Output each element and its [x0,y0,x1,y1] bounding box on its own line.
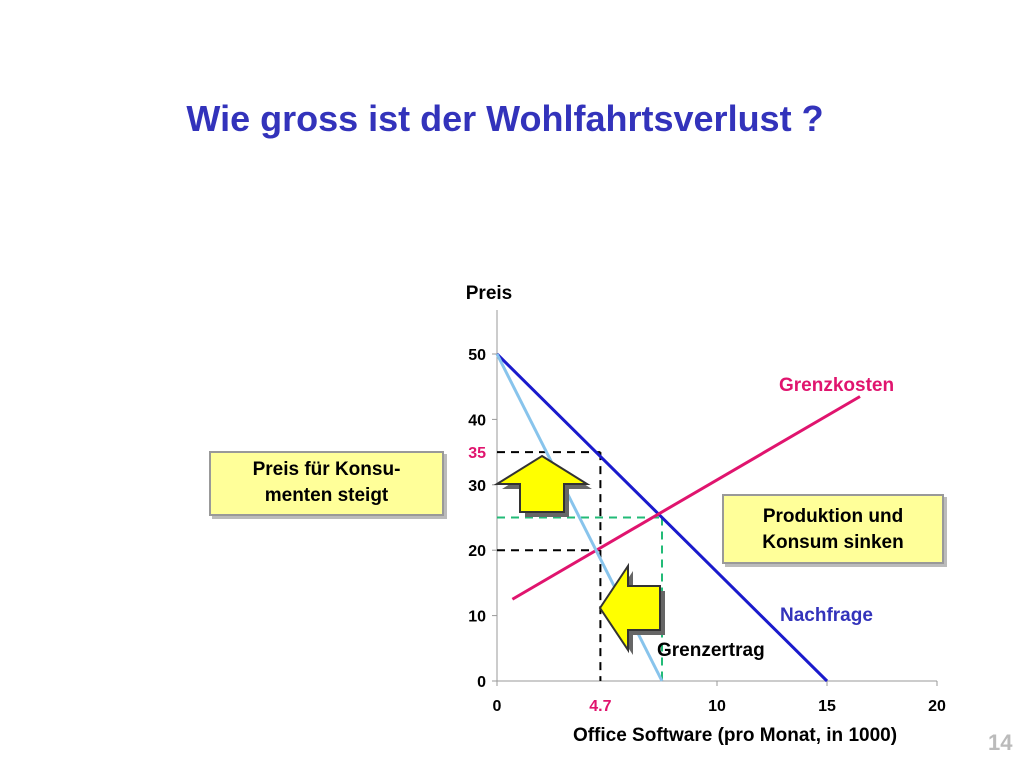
y-tick-label: 40 [468,412,486,429]
y-axis-label: Preis [466,283,512,304]
series-line-grenzkosten [511,395,861,601]
x-tick-label: 15 [818,698,836,715]
y-tick-label: 0 [477,674,486,691]
page-number: 14 [988,730,1013,755]
page-title: Wie gross ist der Wohlfahrtsverlust ? [186,98,824,139]
callout-production-falls: Produktion und Konsum sinken [722,494,944,564]
arrow-left-icon [598,562,661,654]
y-tick-label: 50 [468,347,486,364]
chart-axes: 0 10 20 30 40 50 0 10 15 20 [468,310,946,715]
callout-production-falls-text: Produktion und Konsum sinken [762,506,904,553]
y-tick-label: 30 [468,478,486,495]
x-tick-label: 0 [493,698,502,715]
x-tick-label: 10 [708,698,726,715]
monopoly-quantity-label: 4.7 [589,698,611,715]
series-label-grenzertrag: Grenzertrag [657,640,765,661]
x-axis-label: Office Software (pro Monat, in 1000) [573,725,897,746]
series-line-nachfrage [495,352,829,683]
y-tick-label: 20 [468,543,486,560]
series-label-nachfrage: Nachfrage [780,605,873,626]
monopoly-price-label: 35 [468,445,486,462]
y-tick-label: 10 [468,609,486,626]
callout-price-rise: Preis für Konsu- menten steigt [209,451,444,516]
series-label-grenzkosten: Grenzkosten [779,375,894,396]
x-tick-label: 20 [928,698,946,715]
chart-arrows [493,454,665,655]
arrow-up-icon [493,454,591,513]
chart-guides [497,451,663,681]
callout-price-rise-text: Preis für Konsu- menten steigt [252,459,401,506]
